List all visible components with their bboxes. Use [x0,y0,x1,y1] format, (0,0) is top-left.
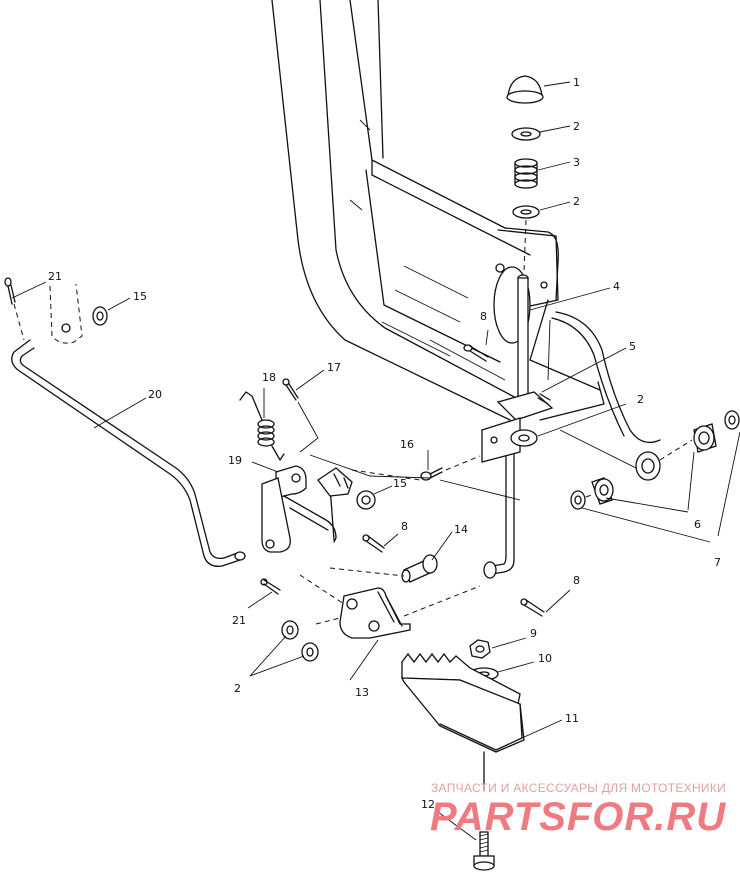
callout-8: 8 [480,310,487,323]
callout-1: 1 [573,76,580,89]
callout-15: 15 [393,477,407,490]
callout-2: 2 [637,393,644,406]
callout-20: 20 [148,388,162,401]
callout-16: 16 [400,438,414,451]
callout-12: 12 [421,798,435,811]
pin-part-8-left [362,534,385,553]
callout-21: 21 [232,614,246,627]
callout-13: 13 [355,686,369,699]
washer-part-2-mid [512,205,540,219]
callout-10: 10 [538,652,552,665]
washer-part-7-lower [570,490,586,510]
clevis-bracket [317,467,353,497]
pin-part-8-upper [463,344,489,362]
callout-8: 8 [401,520,408,533]
washer-part-2-left-b [301,642,319,662]
callout-5: 5 [629,340,636,353]
pedal-arm-part-19 [261,465,337,553]
bracket-part-5 [481,391,554,463]
callout-8: 8 [573,574,580,587]
washer-part-15-upper [92,306,108,326]
callout-9: 9 [530,627,537,640]
callout-2: 2 [573,195,580,208]
washer-part-2-left-a [281,620,299,640]
cotter-pin-part-21-lower [260,578,281,595]
spring-part-3 [514,158,538,189]
clevis-pin-part-14 [401,554,438,583]
callout-4: 4 [613,280,620,293]
washer-part-2-lower [510,429,538,447]
pin-part-8-right [520,598,545,617]
callout-14: 14 [454,523,468,536]
bolt-part-12 [473,831,495,871]
callout-2: 2 [234,682,241,695]
callout-18: 18 [262,371,276,384]
callout-labels: 1 2 3 2 4 8 5 2 21 15 20 18 17 16 19 15 … [48,76,721,811]
bushing-housing [635,451,661,481]
callout-3: 3 [573,156,580,169]
leader-lines [11,81,740,841]
callout-15: 15 [133,290,147,303]
callout-21: 21 [48,270,62,283]
cotter-pin-part-21-upper [4,277,16,305]
callout-17: 17 [327,361,341,374]
nut-part-9 [469,639,491,659]
pedal-bracket-part-13 [339,587,411,639]
callout-7: 7 [714,556,721,569]
washer-part-2-top [511,127,541,141]
bolt-part-16 [420,467,443,481]
watermark-tagline: ЗАПЧАСТИ И АКСЕССУАРЫ ДЛЯ МОТОТЕХНИКИ [431,781,726,795]
brake-rod-part-4 [483,274,529,579]
callout-19: 19 [228,454,242,467]
return-spring-part-18 [239,391,285,461]
bushing-part-6-lower [591,477,614,505]
callout-2: 2 [573,120,580,133]
pedal-pad-part-11 [400,652,525,753]
washer-part-15-lower [356,490,376,510]
pin-part-17 [282,378,299,401]
callout-11: 11 [565,712,579,725]
washer-part-7-upper [724,410,740,430]
callout-6: 6 [694,518,701,531]
bushing-part-6-upper [693,423,717,453]
linkage-rod-part-20 [11,339,246,567]
body-panel [271,0,661,471]
mount-bracket-dashed [49,283,83,344]
watermark-logo: PARTSFOR.RU [430,795,726,839]
watermark: ЗАПЧАСТИ И АКСЕССУАРЫ ДЛЯ МОТОТЕХНИКИ PA… [430,781,726,839]
cap-part-1 [506,75,544,104]
